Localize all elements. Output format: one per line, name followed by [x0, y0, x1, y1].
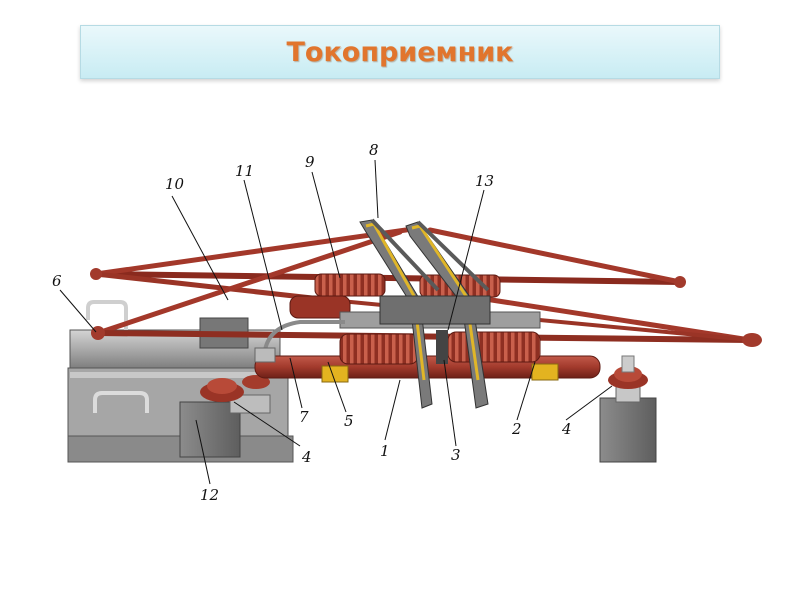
callout-4-right: 4: [561, 420, 572, 438]
left-insulator: [200, 375, 271, 414]
callout-13: 13: [475, 172, 494, 190]
callout-labels: 1 2 3 4 4 5 6 7 8 9 10 11 12 13: [52, 141, 572, 504]
callout-3: 3: [451, 446, 461, 464]
shoe-frames: [359, 218, 491, 409]
slide-title: Токоприемник: [286, 36, 514, 68]
callout-8: 8: [369, 141, 379, 159]
callout-7: 7: [299, 408, 309, 426]
callout-2: 2: [511, 420, 522, 438]
callout-9: 9: [305, 153, 315, 171]
right-support: [599, 355, 657, 463]
callout-11: 11: [235, 162, 254, 180]
callout-5: 5: [344, 412, 354, 430]
callout-6: 6: [52, 272, 62, 290]
frame-rods: [90, 225, 762, 347]
title-banner: Токоприемник: [80, 25, 720, 79]
callout-12: 12: [200, 486, 219, 504]
callout-10: 10: [165, 175, 185, 193]
leader-lines: [59, 159, 613, 485]
callout-1: 1: [380, 442, 390, 460]
callout-4-left: 4: [301, 448, 312, 466]
